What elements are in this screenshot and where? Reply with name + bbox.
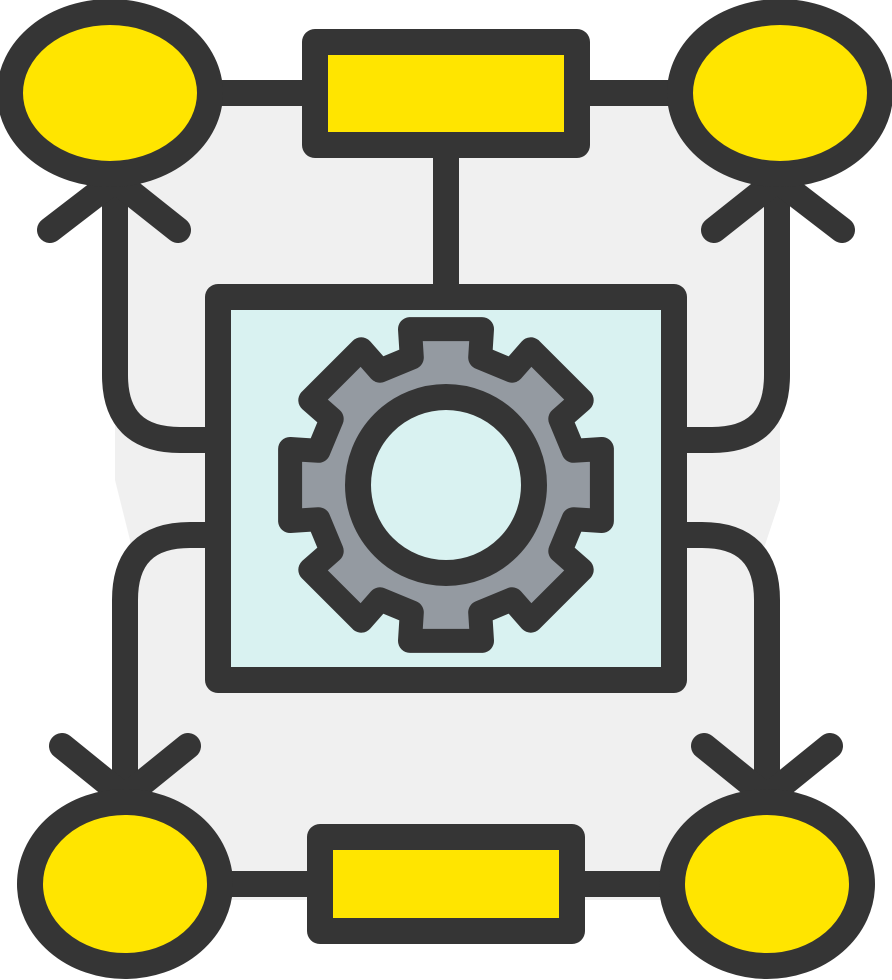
oval-bottom-left	[17, 789, 233, 979]
gear-icon	[278, 317, 614, 653]
oval-top-right	[667, 0, 892, 187]
arrow-to-top-right	[664, 175, 790, 453]
oval-bottom-right	[659, 789, 875, 979]
arrow-to-bottom-right	[664, 522, 780, 803]
oval-top-left	[0, 0, 223, 187]
arrow-to-bottom-left	[112, 522, 228, 803]
rect-top	[302, 29, 590, 158]
arrow-to-top-left	[102, 175, 228, 453]
rect-bottom	[307, 824, 585, 944]
gear-hole	[345, 384, 547, 586]
